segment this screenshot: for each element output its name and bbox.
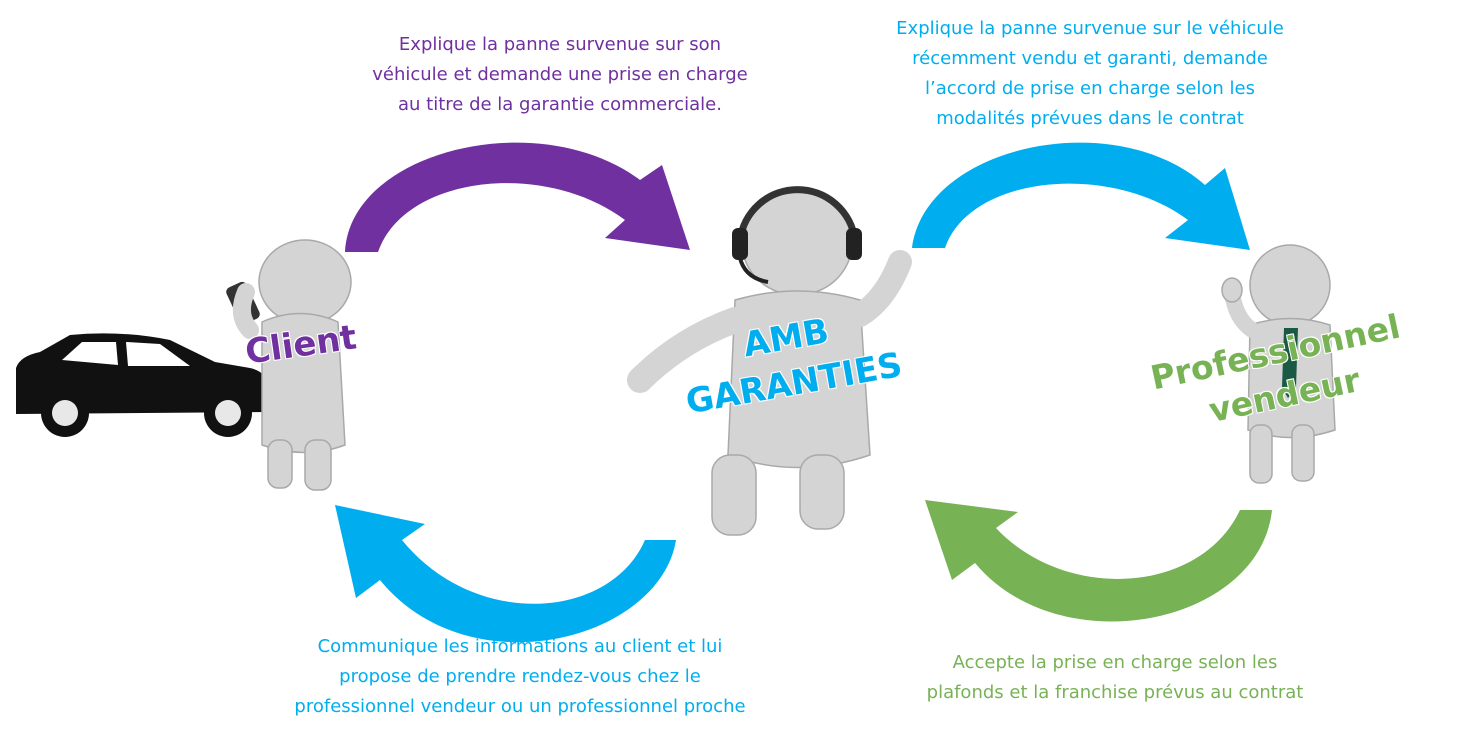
- arrow-amb-to-client: [335, 505, 676, 643]
- car-icon: [16, 333, 270, 437]
- person-phone-icon: [226, 239, 352, 491]
- person-headset-icon: [627, 186, 912, 536]
- arrow-client-to-amb: [345, 142, 690, 252]
- caption-pro-to-amb: Accepte la prise en charge selon les pla…: [926, 652, 1304, 703]
- caption-amb-to-pro: Explique la panne survenue sur le véhicu…: [896, 18, 1284, 129]
- caption-amb-to-client: Communique les informations au client et…: [294, 636, 746, 717]
- businessman-thumbs-up-icon: [1221, 244, 1336, 484]
- arrow-amb-to-pro: [912, 142, 1250, 250]
- arrow-pro-to-amb: [925, 500, 1272, 622]
- caption-client-to-amb: Explique la panne survenue sur son véhic…: [372, 34, 748, 115]
